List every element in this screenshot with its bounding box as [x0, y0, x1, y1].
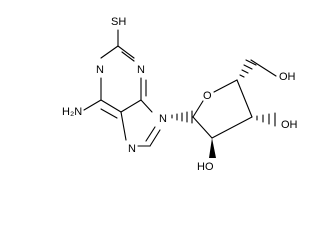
bond	[243, 64, 253, 70]
bond	[241, 69, 249, 74]
n7-label: N	[128, 143, 136, 155]
atom-labels: SH N N H₂N N N O OH OH HO	[62, 16, 298, 173]
n-top-right-label: N	[137, 64, 145, 76]
n9-label: N	[159, 113, 167, 125]
bond	[117, 45, 135, 59]
bond	[211, 116, 253, 139]
bond	[213, 79, 238, 93]
sh-label: SH	[111, 16, 126, 28]
n-top-left-label: N	[96, 64, 104, 76]
bond	[100, 45, 119, 59]
bond	[100, 108, 118, 119]
oh-2prime-label: HO	[197, 161, 214, 173]
wedge-bond	[209, 138, 216, 158]
bond	[245, 59, 257, 66]
bond	[250, 59, 277, 77]
bond	[236, 79, 253, 118]
bond	[192, 116, 213, 139]
bond	[120, 111, 127, 141]
hashed-bond	[171, 110, 193, 124]
bond-set	[83, 29, 277, 158]
bond	[83, 99, 102, 111]
bond	[149, 129, 161, 147]
hashed-bond	[239, 59, 257, 78]
bond	[140, 99, 153, 113]
bond	[121, 51, 135, 62]
bond	[120, 99, 142, 113]
bond	[145, 126, 156, 142]
molecule-diagram: SH N N H₂N N N O OH OH HO	[62, 16, 298, 173]
oh-5prime-label: OH	[279, 71, 296, 83]
bond	[192, 100, 204, 118]
oh-3prime-label: OH	[281, 119, 298, 131]
hashed-bond	[256, 112, 276, 127]
o-ring-label: O	[203, 90, 212, 102]
nh2-label: H₂N	[62, 106, 82, 118]
bond	[239, 74, 245, 78]
bond	[100, 99, 122, 113]
